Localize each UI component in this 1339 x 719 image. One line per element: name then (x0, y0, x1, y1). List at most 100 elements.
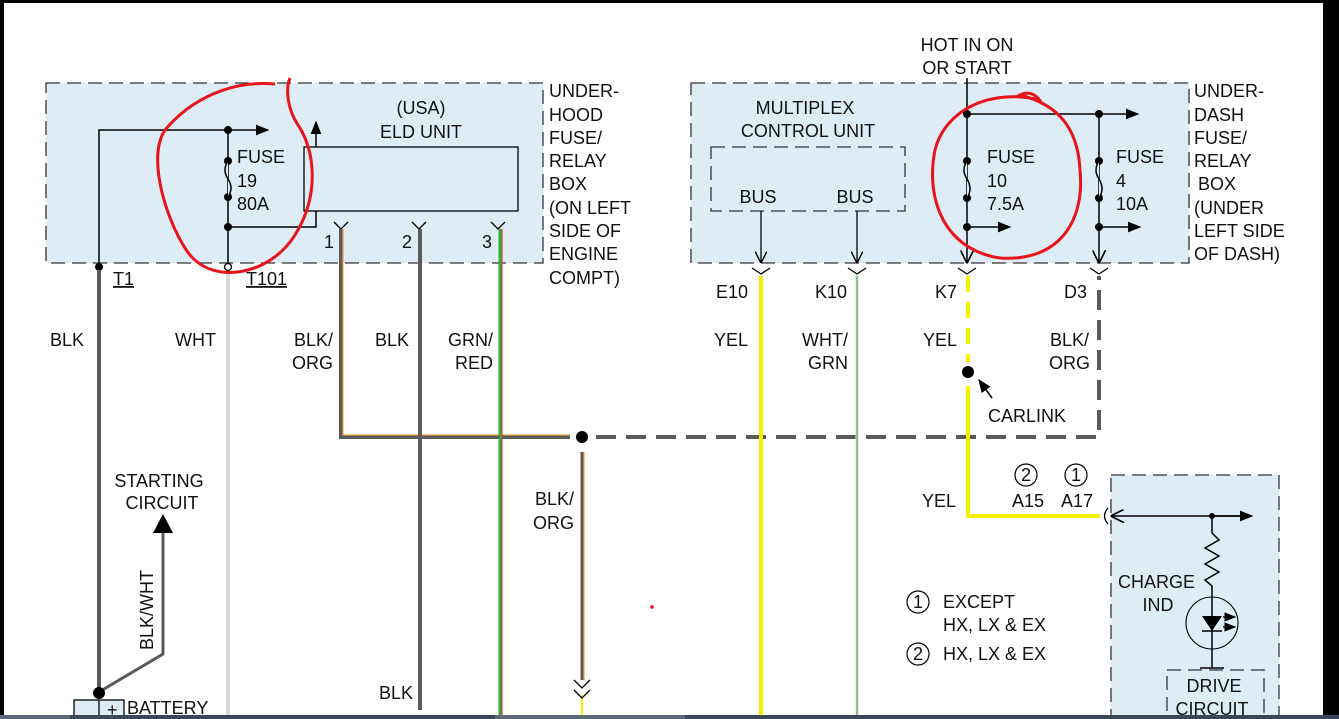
variant-marker-1 (1064, 463, 1088, 487)
bus-label: BUS (739, 187, 776, 207)
wire-label-blk-wht: BLK/WHT (137, 570, 157, 650)
wire-label-d3: ORG (1049, 353, 1090, 373)
taskbar (0, 715, 1339, 719)
connector-k10-label: K10 (815, 282, 847, 302)
fuse-10-rating: 7.5A (987, 194, 1024, 214)
splice-dot (576, 431, 588, 443)
underdash-label-line: UNDER- (1194, 81, 1264, 101)
underdash-box-outline (690, 82, 1190, 264)
carlink-pointer (978, 378, 993, 399)
fuse-symbol-icon (224, 160, 232, 198)
gauge-assembly-box: CHARGE IND DRIVE CIRCUIT (1103, 474, 1280, 715)
fuse-symbol-icon (963, 160, 971, 199)
fuse-10-label: FUSE (987, 147, 1035, 167)
bus-label: BUS (836, 187, 873, 207)
wire-label-pin2: BLK (375, 330, 409, 350)
underhood-label-line: COMPT) (549, 268, 620, 288)
wire-label-splice: BLK/ (535, 489, 574, 509)
multiplex-label-line2: CONTROL UNIT (741, 121, 875, 141)
wire-label-pin1: ORG (292, 353, 333, 373)
resistor-icon (1203, 516, 1221, 668)
eld-unit-box (303, 146, 519, 212)
underhood-box-label: UNDER- HOOD FUSE/ RELAY BOX (ON LEFT SID… (549, 81, 631, 288)
drive-circuit-label: CIRCUIT (1176, 699, 1249, 715)
starting-circuit-label: CIRCUIT (126, 493, 199, 513)
red-annotation-circle-fuse-10 (931, 91, 1083, 260)
junction-dot (224, 223, 232, 231)
legend-item-2-text: HX, LX & EX (943, 644, 1046, 664)
underdash-label-line: RELAY (1194, 151, 1252, 171)
led-diode-icon (1202, 616, 1222, 631)
underdash-label-line: LEFT SIDE (1194, 221, 1285, 241)
underhood-label-line: SIDE OF (549, 221, 621, 241)
carlink-label: CARLINK (988, 406, 1066, 426)
arrow-up-icon (153, 514, 173, 533)
underhood-label-line: FUSE/ (549, 128, 602, 148)
legend-item-1-text: EXCEPT (943, 592, 1015, 612)
fuse-19-number: 19 (237, 171, 257, 191)
variant-marker-2 (1014, 463, 1038, 487)
wire-label-e10: YEL (714, 330, 748, 350)
legend-marker-1 (906, 590, 930, 614)
connector-receptacle-icon (1103, 507, 1109, 525)
fuse-19-label: FUSE (237, 147, 285, 167)
underhood-label-line: HOOD (549, 105, 603, 125)
eld-pin-3-label: 3 (482, 232, 492, 252)
legend-marker-1-text: 1 (913, 592, 923, 612)
legend: 1 EXCEPT HX, LX & EX 2 HX, LX & EX (906, 590, 1046, 666)
multiplex-label-line1: MULTIPLEX (756, 98, 855, 118)
junction-dot (963, 110, 971, 118)
wire-label-k10: GRN (808, 353, 848, 373)
eld-unit-label-line2: ELD UNIT (380, 122, 462, 142)
charge-ind-label: IND (1143, 595, 1174, 615)
underdash-label-line: BOX (1198, 174, 1236, 194)
connector-pin-icons (751, 267, 1109, 275)
wire-pin1-org-stripe (342, 229, 570, 436)
inline-connector-icon (573, 679, 591, 699)
wiring-diagram: UNDER- HOOD FUSE/ RELAY BOX (ON LEFT SID… (45, 35, 1285, 715)
connector-k7-label: K7 (935, 282, 957, 302)
drive-circuit-box (1166, 669, 1265, 715)
charge-ind-label: CHARGE (1118, 572, 1195, 592)
fuse-4-number: 4 (1116, 171, 1126, 191)
variant-marker-1-text: 1 (1071, 465, 1081, 485)
taskbar-segment (0, 715, 70, 719)
wire-pin1-blk-org (339, 229, 570, 439)
terminal-t1-label: T1 (113, 269, 134, 289)
wire-d3-blk-org-dashed (596, 276, 1101, 439)
junction-dot (963, 223, 971, 231)
terminal-t101 (223, 262, 233, 272)
wire-label-splice: ORG (533, 513, 574, 533)
battery-label: BATTERY (127, 698, 208, 715)
eld-unit-label-line1: (USA) (397, 98, 446, 118)
fuse-4-label: FUSE (1116, 147, 1164, 167)
connector-d3-label: D3 (1064, 282, 1087, 302)
underhood-label-line: ENGINE (549, 244, 618, 264)
fuse-10-number: 10 (987, 171, 1007, 191)
underdash-label-line: (UNDER (1194, 198, 1264, 218)
wire-label-k7: YEL (923, 330, 957, 350)
taskbar-segment (495, 715, 685, 719)
junction-dot (1095, 110, 1103, 118)
wire-label-d3: BLK/ (1050, 330, 1089, 350)
wire-label-pin1: BLK/ (294, 330, 333, 350)
wire-label-pin3: GRN/ (448, 330, 493, 350)
battery-terminal-dot (93, 687, 105, 699)
pin-a15-label: A15 (1012, 491, 1044, 511)
underdash-box-label: UNDER- DASH FUSE/ RELAY BOX (UNDER LEFT … (1194, 81, 1285, 264)
battery-feed-line (98, 124, 270, 267)
hot-label: HOT IN ON (921, 35, 1014, 55)
multiplex-unit-box (710, 146, 906, 212)
wire-label-t101: WHT (175, 330, 216, 350)
junction-dot (1095, 223, 1103, 231)
junction-dot (224, 126, 232, 134)
fuse-symbol-icon (1095, 160, 1103, 199)
led-housing-icon (1185, 596, 1239, 650)
wire-label-k10: WHT/ (802, 330, 848, 350)
underhood-label-line: UNDER- (549, 81, 619, 101)
hot-label: OR START (922, 58, 1011, 78)
wire-label-charge-feed: YEL (922, 491, 956, 511)
battery-polarity: + (107, 700, 118, 715)
wire-label-t1: BLK (50, 330, 84, 350)
fuse-4-rating: 10A (1116, 194, 1148, 214)
